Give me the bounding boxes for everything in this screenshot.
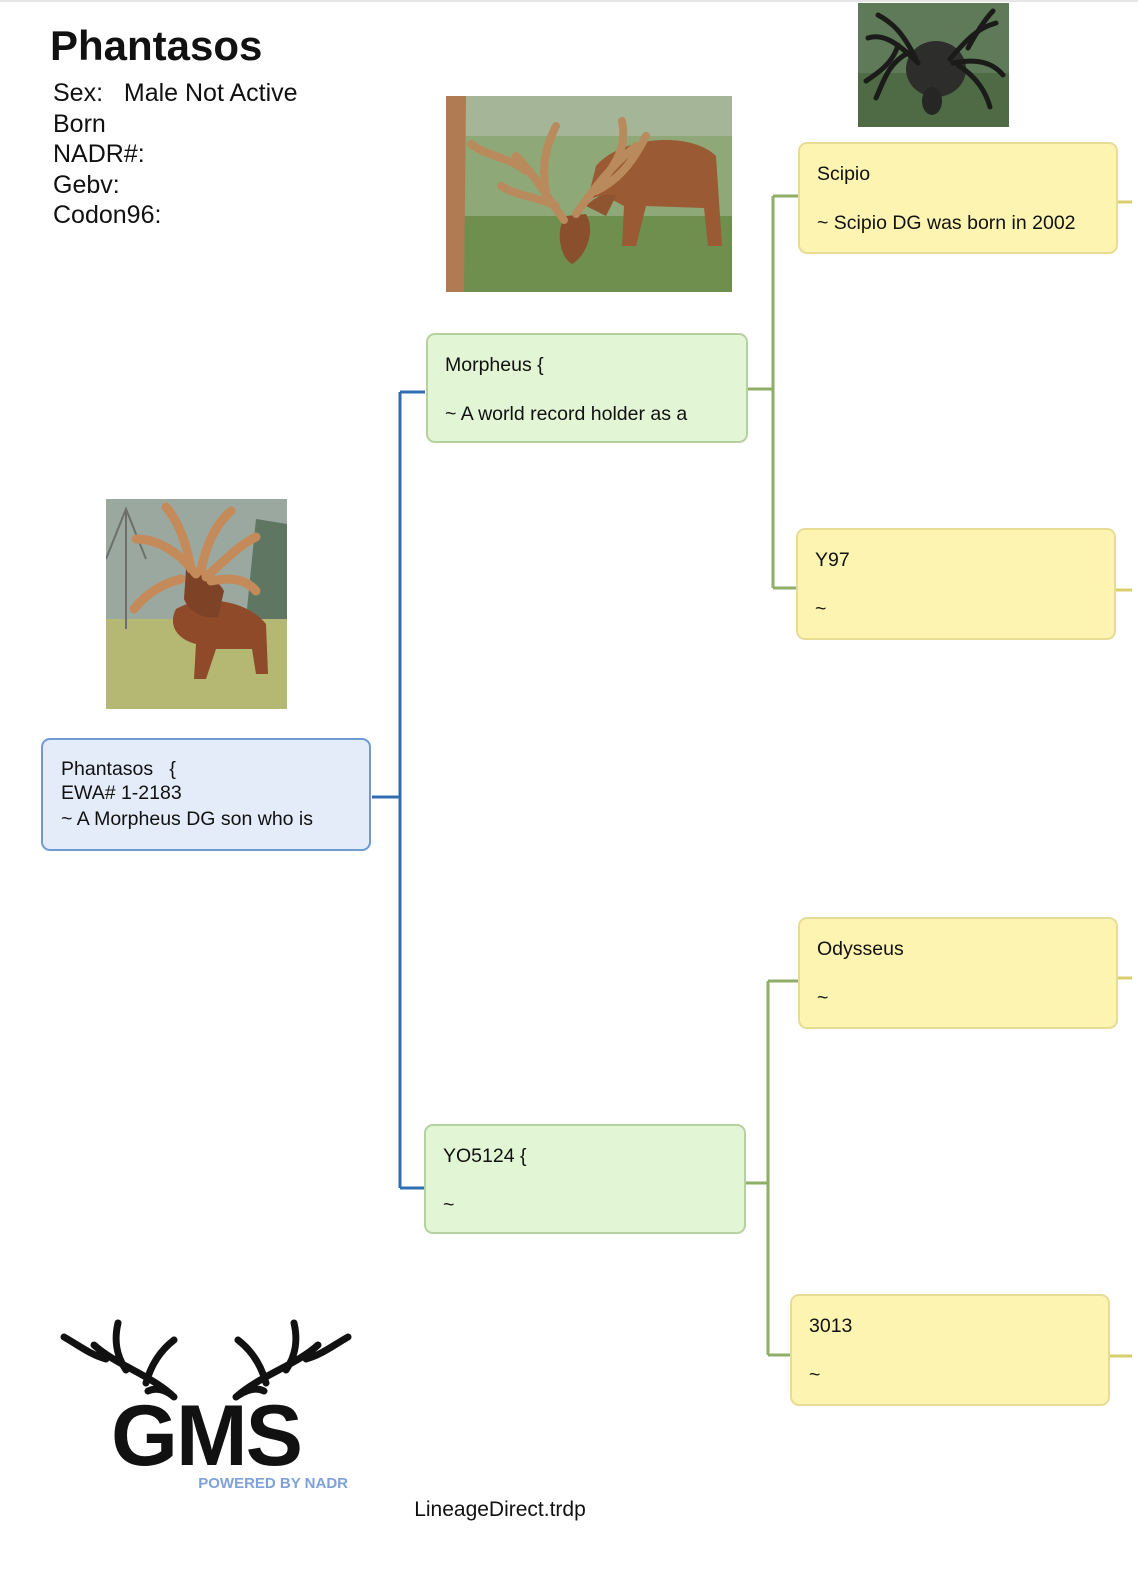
subject-connector [372, 390, 425, 1190]
dam-sire-note: ~ [817, 987, 829, 1009]
sire-dam-node[interactable]: Y97 ~ [796, 528, 1116, 640]
sex-value: Male Not Active [123, 79, 298, 107]
report-footer: LineageDirect.trdp [0, 1498, 1000, 1522]
sex-row: Sex: Male Not Active [53, 78, 298, 109]
great-grandparent-stubs [1110, 200, 1132, 1358]
sire-sire-note: ~ Scipio DG was born in 2002 [817, 212, 1076, 234]
animal-details: Sex: Male Not Active Born NADR#: Gebv: C… [53, 78, 298, 231]
footer-filename: LineageDirect.trdp [414, 1498, 586, 1521]
gms-logo: GMS POWERED BY NADR [56, 1315, 356, 1500]
sire-sire-name: Scipio [817, 163, 871, 185]
subject-note: ~ A Morpheus DG son who is [61, 808, 314, 830]
sire-node[interactable]: Morpheus { ~ A world record holder as a [426, 333, 748, 443]
dam-node[interactable]: YO5124 { ~ [424, 1124, 746, 1234]
dam-note: ~ [443, 1194, 455, 1216]
sire-connector [748, 194, 798, 590]
dam-sire-node[interactable]: Odysseus ~ [798, 917, 1118, 1029]
nadr-label: NADR#: [53, 140, 145, 168]
dam-connector [746, 979, 798, 1357]
dam-dam-node[interactable]: 3013 ~ [790, 1294, 1110, 1406]
gebv-label: Gebv: [53, 170, 120, 199]
sire-note: ~ A world record holder as a [445, 403, 688, 425]
sex-label: Sex: [53, 79, 104, 107]
subject-node[interactable]: Phantasos { EWA# 1-2183 ~ A Morpheus DG … [41, 738, 371, 851]
page-title: Phantasos [50, 22, 263, 69]
born-label: Born [53, 109, 106, 138]
dam-dam-name: 3013 [809, 1315, 853, 1337]
top-rule [0, 0, 1138, 2]
logo-tagline: POWERED BY NADR [198, 1475, 348, 1492]
grandsire-photo [858, 3, 1009, 127]
dam-sire-name: Odysseus [817, 938, 904, 960]
subject-name: Phantasos { [61, 758, 176, 780]
sire-dam-name: Y97 [815, 549, 850, 571]
dam-name: YO5124 { [443, 1145, 527, 1167]
sire-sire-node[interactable]: Scipio ~ Scipio DG was born in 2002 [798, 142, 1118, 254]
logo-text: GMS [111, 1388, 301, 1484]
subject-photo [106, 499, 287, 709]
sire-dam-note: ~ [815, 598, 827, 620]
subject-id: EWA# 1-2183 [61, 782, 182, 804]
sire-name: Morpheus { [445, 354, 544, 376]
codon96-label: Codon96: [53, 201, 162, 229]
dam-dam-note: ~ [809, 1364, 821, 1386]
sire-photo [446, 96, 732, 292]
